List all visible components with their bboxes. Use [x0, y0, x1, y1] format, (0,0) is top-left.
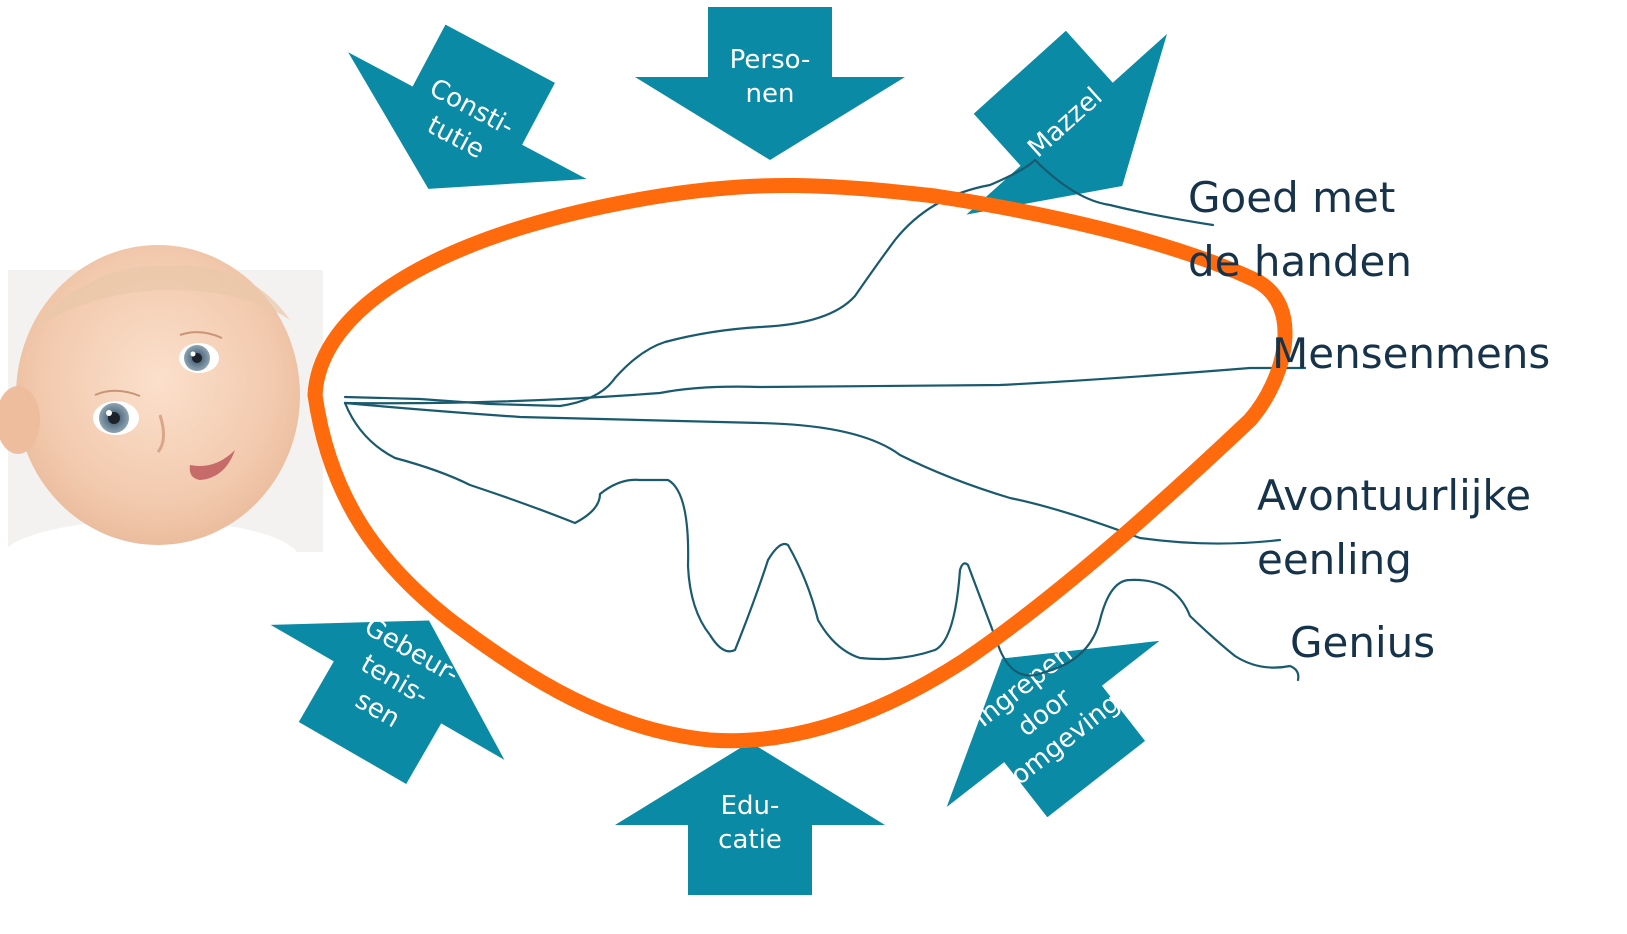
- arrow-constitutie: Consti-tutie: [348, 24, 587, 189]
- arrow-personen: Perso-nen: [635, 7, 905, 160]
- outcome-label: eenling: [1257, 535, 1412, 584]
- arrow-label-personen: Perso-: [730, 45, 811, 75]
- path-goed-met-de-handen: [343, 158, 1215, 408]
- arrow-shape: [270, 620, 505, 784]
- arrow-label-educatie: catie: [718, 825, 782, 855]
- outcome-label: Genius: [1290, 618, 1435, 667]
- outcome-label: de handen: [1188, 237, 1412, 286]
- path-mensenmens: [343, 366, 1307, 405]
- arrow-shape: [635, 7, 905, 160]
- outcome-genius: Genius: [1290, 618, 1435, 667]
- arrow-gebeurtenissen: Gebeur-tenis-sen: [270, 612, 505, 784]
- arrow-shape: [348, 24, 587, 189]
- outcome-avontuurlijke-eenling: Avontuurlijke eenling: [1257, 471, 1531, 584]
- baby-photo: [0, 245, 323, 600]
- arrow-shape: [615, 742, 885, 895]
- orange-loop: [307, 177, 1293, 749]
- arrow-shape: [966, 30, 1167, 215]
- arrow-educatie: Edu-catie: [615, 742, 885, 895]
- arrow-label-personen: nen: [746, 79, 795, 109]
- arrow-shape: [946, 640, 1160, 818]
- outcome-label: Goed met: [1188, 173, 1395, 222]
- path-genius: [343, 401, 1300, 682]
- outcome-mensenmens: Mensenmens: [1272, 329, 1550, 378]
- outcome-label: Avontuurlijke: [1257, 471, 1531, 520]
- arrow-label-educatie: Edu-: [721, 791, 780, 821]
- outcome-goed-met-de-handen: Goed met de handen: [1188, 173, 1412, 286]
- outcome-label: Mensenmens: [1272, 329, 1550, 378]
- path-avontuurlijke-eenling: [343, 401, 1282, 545]
- arrow-mazzel: Mazzel: [966, 30, 1167, 215]
